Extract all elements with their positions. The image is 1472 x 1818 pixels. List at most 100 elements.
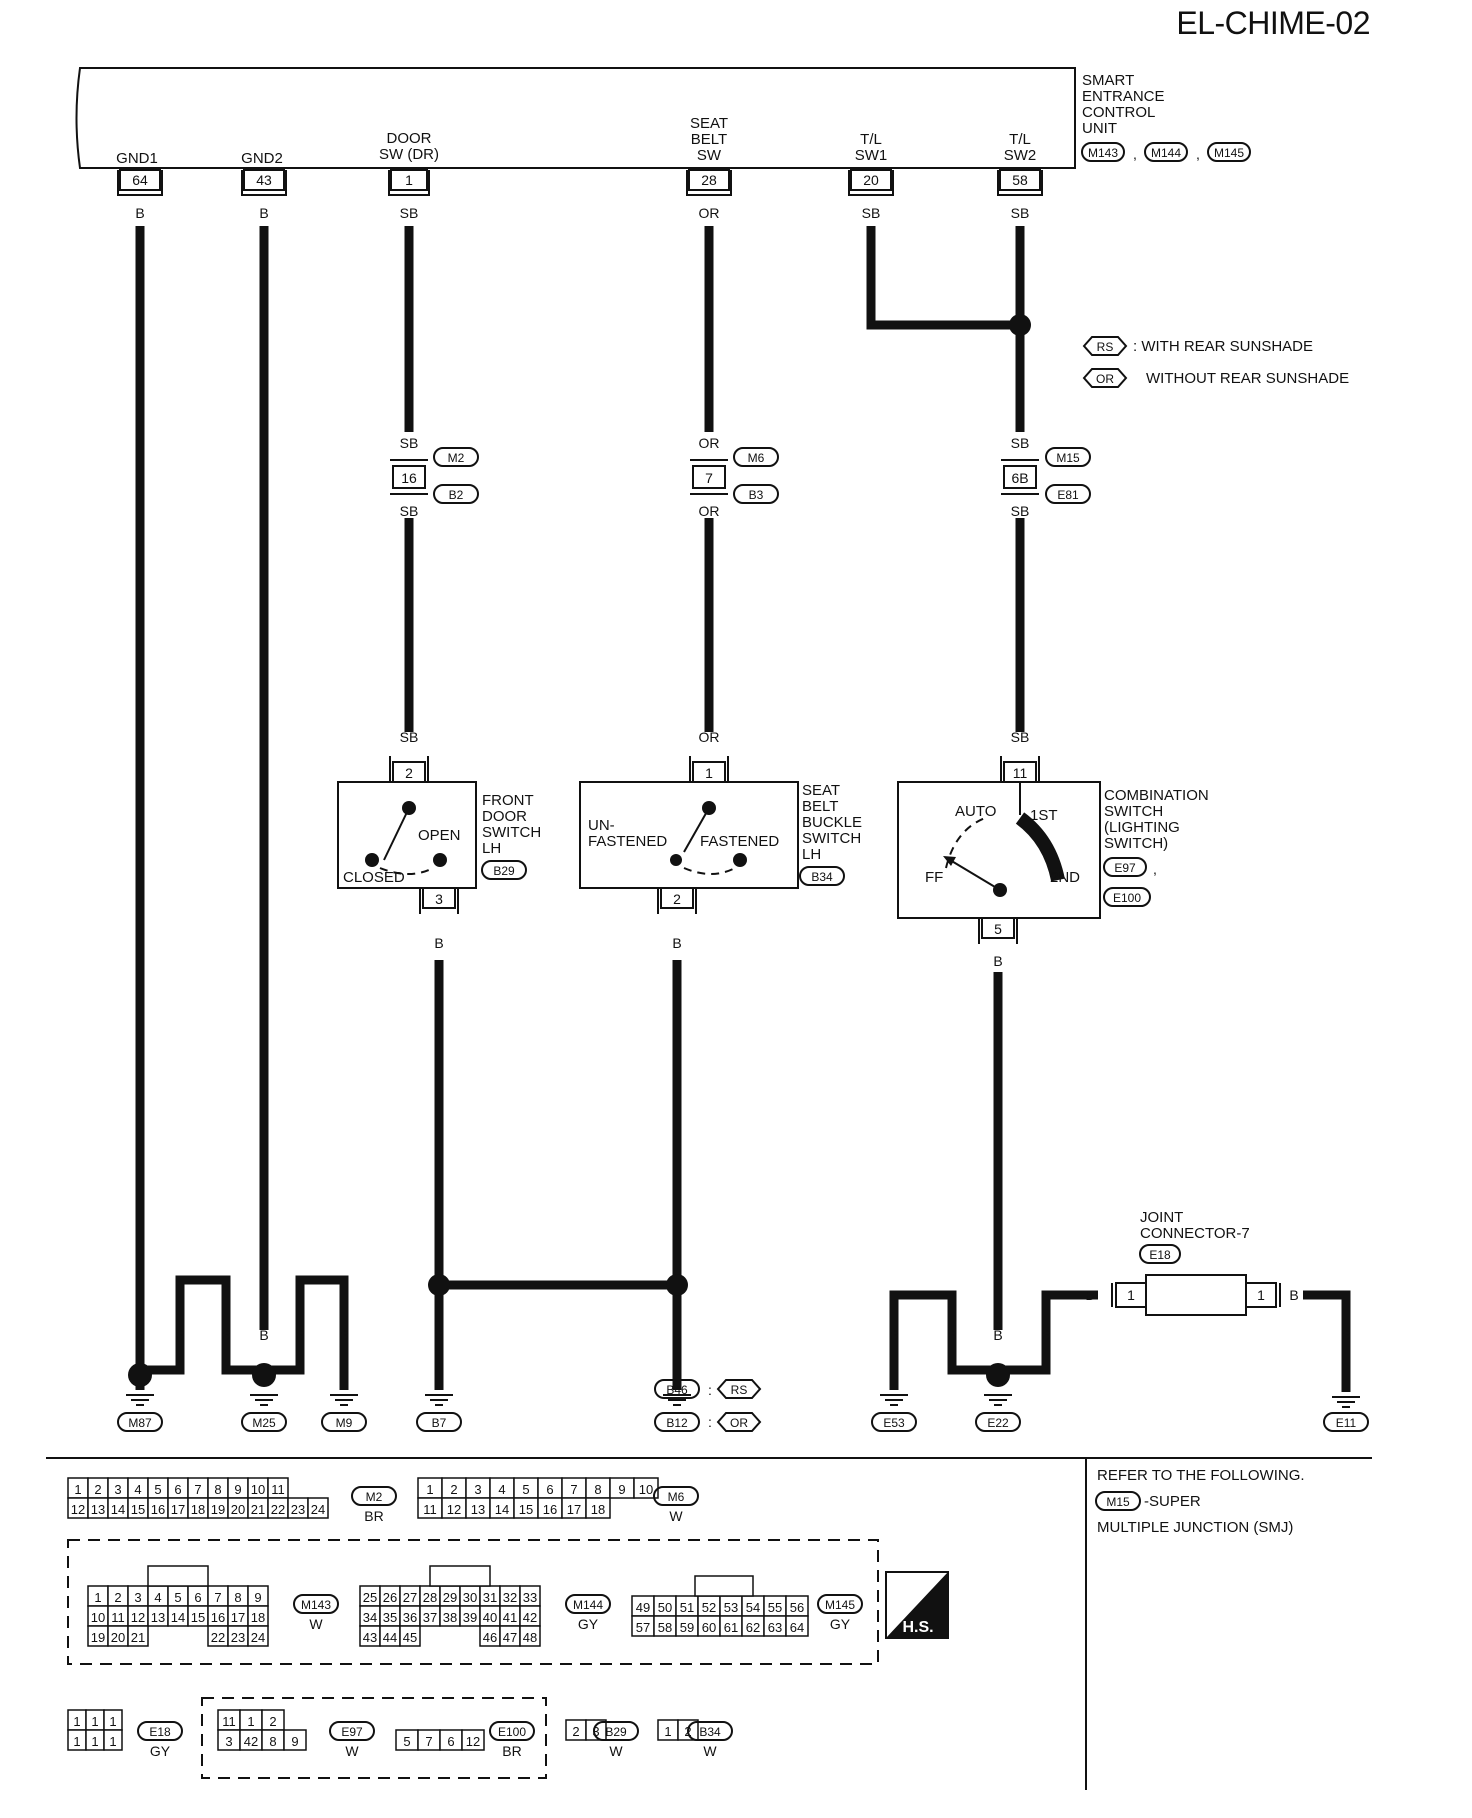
- connector-pin-number: 7: [425, 1734, 432, 1749]
- connector-pin-number: 11: [222, 1714, 236, 1729]
- connector-pin-number: 46: [483, 1630, 497, 1645]
- connector-pin-number: 3: [474, 1482, 481, 1497]
- connector-pin-number: 2: [269, 1714, 276, 1729]
- connector-pin-number: 1: [247, 1714, 254, 1729]
- svg-text:COMBINATION: COMBINATION: [1104, 787, 1209, 804]
- svg-text:SEAT: SEAT: [802, 782, 840, 799]
- svg-text:,: ,: [1153, 861, 1157, 877]
- svg-text:SEAT: SEAT: [690, 115, 728, 132]
- svg-text:AUTO: AUTO: [955, 803, 996, 820]
- svg-text:UN-: UN-: [588, 817, 615, 834]
- svg-text:E81: E81: [1057, 488, 1079, 502]
- connector-pin-number: 19: [91, 1630, 105, 1645]
- connector-pin-number: 12: [131, 1610, 145, 1625]
- svg-text:1: 1: [405, 172, 413, 188]
- connector-pin-number: 31: [483, 1590, 497, 1605]
- connector-pin-number: 1: [664, 1724, 671, 1739]
- svg-text:CONNECTOR-7: CONNECTOR-7: [1140, 1225, 1250, 1242]
- svg-text:SB: SB: [400, 503, 419, 519]
- svg-text:SB: SB: [400, 435, 419, 451]
- svg-text:2: 2: [405, 765, 413, 781]
- connector-pin-number: 37: [423, 1610, 437, 1625]
- connector-pin-number: 10: [639, 1482, 653, 1497]
- svg-text:M2: M2: [448, 451, 465, 465]
- junction-m6-b3: OR 7 OR M6 B3: [690, 435, 779, 519]
- connector-pin-number: 33: [523, 1590, 537, 1605]
- connector-tag-label: E97: [341, 1725, 363, 1739]
- svg-text:B3: B3: [749, 488, 764, 502]
- connector-tag: [351, 1486, 397, 1506]
- terminal-pin-tl-sw2: 58 SB: [997, 169, 1043, 221]
- connector-pin-number: 3: [114, 1482, 121, 1497]
- svg-text:B: B: [1085, 1287, 1094, 1303]
- connector-pin-number: 22: [211, 1630, 225, 1645]
- connector-pin-number: 5: [403, 1734, 410, 1749]
- connector-pin-number: 34: [363, 1610, 377, 1625]
- connector-tag-label: M143: [301, 1598, 331, 1612]
- control-unit-box: [75, 67, 1076, 169]
- connector-pin-number: 2: [114, 1590, 121, 1605]
- svg-text:SB: SB: [862, 205, 881, 221]
- svg-text:1: 1: [705, 765, 713, 781]
- connector-pin-number: 1: [74, 1482, 81, 1497]
- connector-tag-label: E100: [498, 1725, 526, 1739]
- connector-pin-number: 23: [291, 1502, 305, 1517]
- svg-text:OR: OR: [699, 729, 720, 745]
- connector-pin-cell: [307, 1497, 329, 1519]
- svg-text:FASTENED: FASTENED: [700, 833, 779, 850]
- connector-pin-number: 15: [131, 1502, 145, 1517]
- terminal-pin-gnd1: 64 B: [117, 169, 163, 221]
- connector-pin-number: 2: [94, 1482, 101, 1497]
- connector-pin-number: 3: [134, 1590, 141, 1605]
- connector-pin-number: 17: [231, 1610, 245, 1625]
- connector-pin-number: 9: [234, 1482, 241, 1497]
- connector-pin-number: 15: [191, 1610, 205, 1625]
- connector-pin-number: 5: [154, 1482, 161, 1497]
- ground-symbols: [126, 1394, 1360, 1408]
- svg-text:SW: SW: [697, 147, 722, 164]
- svg-text:B: B: [993, 1327, 1002, 1343]
- svg-text:E11: E11: [1336, 1416, 1357, 1430]
- svg-text:SWITCH: SWITCH: [802, 830, 861, 847]
- e97-e100-group: [201, 1697, 547, 1779]
- svg-text:B34: B34: [811, 870, 833, 884]
- connector-pin-number: 1: [91, 1734, 98, 1749]
- connector-pin-number: 20: [231, 1502, 245, 1517]
- svg-text:B46: B46: [666, 1383, 688, 1397]
- svg-text:SB: SB: [400, 205, 419, 221]
- svg-text:T/L: T/L: [860, 131, 882, 148]
- svg-text:M87: M87: [128, 1416, 152, 1430]
- svg-text:SWITCH: SWITCH: [482, 824, 541, 841]
- svg-text:B12: B12: [666, 1416, 688, 1430]
- connector-tag-label: M6: [668, 1490, 685, 1504]
- connector-pin-number: 62: [746, 1620, 760, 1635]
- terminal-pin-door-sw: 1 SB: [388, 169, 430, 221]
- svg-text:BELT: BELT: [802, 798, 838, 815]
- connector-tag: [687, 1721, 733, 1741]
- connector-color-code: BR: [364, 1508, 383, 1524]
- connector-pin-number: 56: [790, 1600, 804, 1615]
- connector-pin-number: 6: [194, 1590, 201, 1605]
- connector-pin-number: 18: [251, 1610, 265, 1625]
- svg-text:,: ,: [1196, 146, 1200, 162]
- connector-pin-number: 21: [251, 1502, 265, 1517]
- svg-text:SW (DR): SW (DR): [379, 146, 439, 163]
- svg-text:FASTENED: FASTENED: [588, 833, 667, 850]
- svg-text:28: 28: [701, 172, 717, 188]
- svg-text:: WITH REAR SUNSHADE: : WITH REAR SUNSHADE: [1133, 338, 1313, 355]
- svg-text:SWITCH): SWITCH): [1104, 835, 1168, 852]
- svg-text:B29: B29: [493, 864, 515, 878]
- connector-pin-number: 44: [383, 1630, 397, 1645]
- connector-color-code: GY: [150, 1743, 171, 1759]
- connector-pin-number: 18: [191, 1502, 205, 1517]
- connector-pin-number: 4: [134, 1482, 141, 1497]
- svg-text:2: 2: [673, 891, 681, 907]
- connector-pin-number: 39: [463, 1610, 477, 1625]
- svg-text:E18: E18: [1149, 1248, 1171, 1262]
- connector-pin-number: 24: [251, 1630, 265, 1645]
- legend: RS : WITH REAR SUNSHADE OR WITHOUT REAR …: [1082, 336, 1349, 388]
- terminal-pin-gnd2: 43 B: [241, 169, 287, 221]
- svg-text:B: B: [135, 1327, 144, 1343]
- connector-pin-cell: [103, 1729, 123, 1751]
- svg-text:1: 1: [1257, 1287, 1265, 1303]
